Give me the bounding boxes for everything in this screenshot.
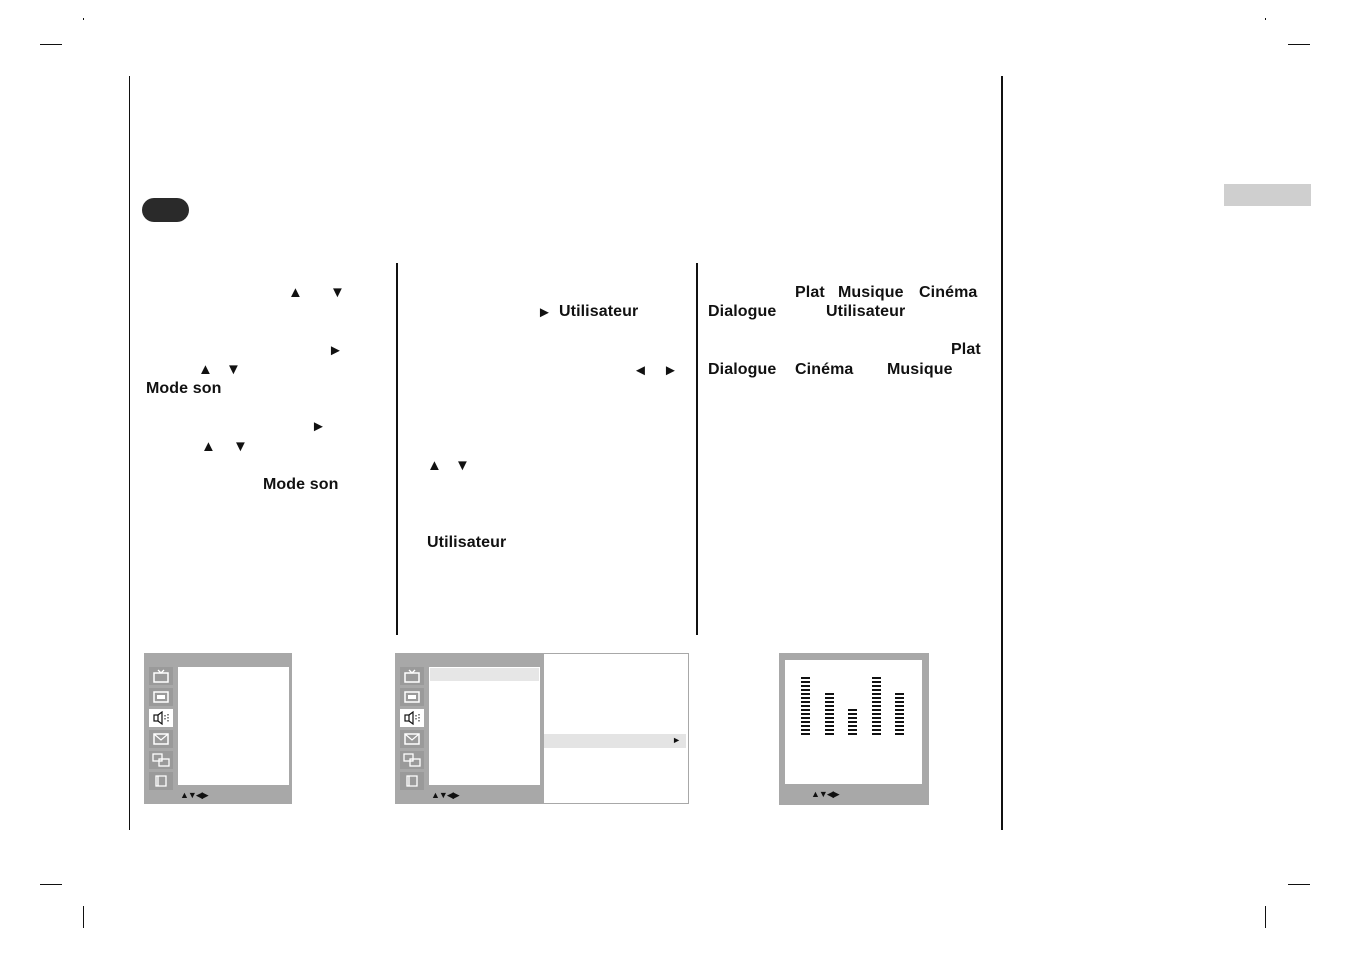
crop-mark-br xyxy=(1288,884,1310,885)
crop-mark-br-v xyxy=(1265,906,1266,928)
submenu-arrow-icon: ► xyxy=(672,735,681,745)
utilisateur-label: Utilisateur xyxy=(427,534,507,551)
menu-panel xyxy=(429,667,540,785)
special-icon xyxy=(400,751,424,769)
arrow-right-icon: ► xyxy=(663,362,678,379)
menu-panel xyxy=(178,667,289,785)
special-icon xyxy=(149,751,173,769)
crop-dot-tl xyxy=(83,18,84,20)
equalizer-band xyxy=(801,677,810,737)
mode-musique: Musique xyxy=(887,361,953,378)
mode-dialogue: Dialogue xyxy=(708,361,777,378)
mode-cinema: Cinéma xyxy=(919,284,978,301)
time-icon xyxy=(400,730,424,748)
sound-icon xyxy=(400,709,424,727)
section-badge xyxy=(142,198,189,222)
nav-hint: ▲▼◀▶ xyxy=(811,789,840,799)
arrow-right-icon: ► xyxy=(311,418,326,435)
mode-plat: Plat xyxy=(795,284,825,301)
equalizer-band xyxy=(848,709,857,737)
sound-submenu: ► xyxy=(543,653,689,804)
utilisateur-label: Utilisateur xyxy=(559,303,639,320)
column-divider-1 xyxy=(396,263,398,635)
equalizer-band xyxy=(824,693,834,737)
arrow-up-icon: ▲ xyxy=(427,457,442,474)
nav-hint: ▲▼◀▶ xyxy=(431,790,460,800)
language-tab xyxy=(1224,184,1311,206)
page-border-right xyxy=(1001,76,1003,830)
crop-mark-bl xyxy=(40,884,62,885)
mode-cinema: Cinéma xyxy=(795,361,854,378)
picture-icon xyxy=(149,688,173,706)
time-icon xyxy=(149,730,173,748)
crop-mark-bl-v xyxy=(83,906,84,928)
arrow-up-icon: ▲ xyxy=(288,284,303,301)
mode-utilisateur: Utilisateur xyxy=(826,303,906,320)
arrow-right-icon: ► xyxy=(328,342,343,359)
sound-icon xyxy=(149,709,173,727)
osd-menu-sound: ▲▼◀▶ xyxy=(395,653,543,804)
nav-hint: ▲▼◀▶ xyxy=(180,790,209,800)
mode-plat: Plat xyxy=(951,341,981,358)
screen-icon xyxy=(149,772,173,790)
osd-menu-main: ▲▼◀▶ xyxy=(144,653,292,804)
arrow-down-icon: ▼ xyxy=(233,438,248,455)
mode-son-label: Mode son xyxy=(263,476,339,493)
equalizer-band xyxy=(871,677,881,737)
arrow-down-icon: ▼ xyxy=(455,457,470,474)
arrow-down-icon: ▼ xyxy=(226,361,241,378)
mode-dialogue: Dialogue xyxy=(708,303,777,320)
mode-musique: Musique xyxy=(838,284,904,301)
equalizer-band xyxy=(895,693,904,737)
mode-son-label: Mode son xyxy=(146,380,222,397)
arrow-down-icon: ▼ xyxy=(330,284,345,301)
screen-icon xyxy=(400,772,424,790)
crop-mark-tr xyxy=(1288,44,1310,45)
arrow-up-icon: ▲ xyxy=(201,438,216,455)
arrow-up-icon: ▲ xyxy=(198,361,213,378)
picture-icon xyxy=(400,688,424,706)
arrow-right-icon: ► xyxy=(537,304,552,321)
crop-mark-tl xyxy=(40,44,62,45)
column-divider-2 xyxy=(696,263,698,635)
crop-dot-tr xyxy=(1265,18,1266,20)
menu-highlight-row xyxy=(430,668,539,681)
submenu-selected-row: ► xyxy=(544,734,686,748)
tv-station-icon xyxy=(400,667,424,685)
page-border-left xyxy=(129,76,130,830)
tv-station-icon xyxy=(149,667,173,685)
arrow-left-icon: ◄ xyxy=(633,362,648,379)
